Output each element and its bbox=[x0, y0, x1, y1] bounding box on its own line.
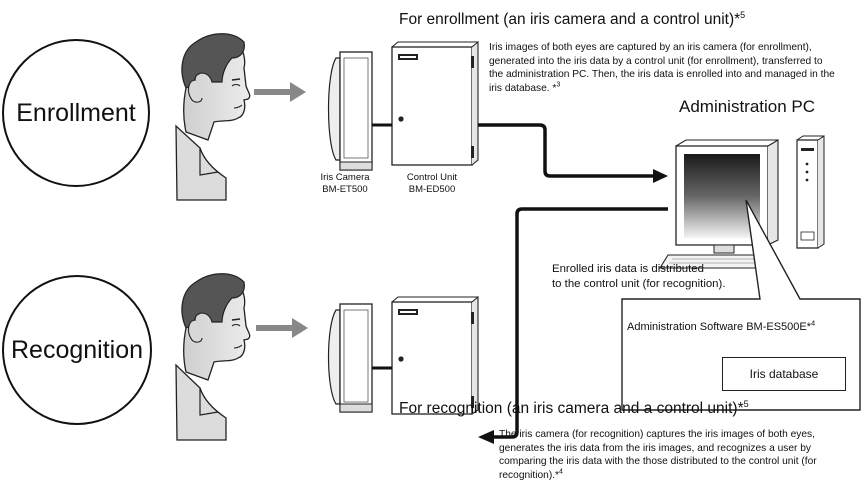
recognition-circle: Recognition bbox=[2, 275, 152, 425]
administration-pc-title: Administration PC bbox=[679, 97, 816, 116]
control-unit-enrollment-icon bbox=[391, 40, 479, 166]
recognition-heading: For recognition (an iris camera and a co… bbox=[399, 398, 749, 417]
administration-pc-icon bbox=[659, 135, 825, 269]
control-unit-recognition-icon bbox=[391, 295, 479, 415]
arrow-recognition-capture bbox=[256, 318, 308, 338]
iris-camera-enrollment-icon bbox=[327, 51, 373, 171]
control-unit-caption: Control Unit BM-ED500 bbox=[406, 172, 458, 195]
enrollment-description: Iris images of both eyes are captured by… bbox=[489, 42, 835, 94]
enrollment-circle: Enrollment bbox=[2, 39, 150, 187]
iris-camera-recognition-icon bbox=[327, 303, 373, 413]
arrow-pc-to-recognition bbox=[478, 207, 668, 444]
arrow-enrollment-capture bbox=[254, 82, 306, 102]
enrollment-heading: For enrollment (an iris camera and a con… bbox=[399, 9, 746, 28]
iris-database-box: Iris database bbox=[722, 357, 846, 391]
person-recognition-icon bbox=[175, 273, 251, 441]
iris-camera-caption: Iris Camera BM-ET500 bbox=[320, 172, 370, 195]
person-enrollment-icon bbox=[175, 33, 251, 201]
arrow-enrollment-to-pc bbox=[478, 123, 668, 183]
software-label: Administration Software BM-ES500E*4 bbox=[627, 318, 816, 333]
recognition-description: The iris camera (for recognition) captur… bbox=[499, 429, 817, 481]
distribution-note: Enrolled iris data is distributed to the… bbox=[552, 263, 726, 290]
software-panel: Administration Software BM-ES500E*4 Iris… bbox=[626, 315, 856, 403]
iris-database-label: Iris database bbox=[749, 367, 819, 381]
enrollment-label: Enrollment bbox=[16, 98, 136, 127]
recognition-label: Recognition bbox=[10, 335, 144, 364]
